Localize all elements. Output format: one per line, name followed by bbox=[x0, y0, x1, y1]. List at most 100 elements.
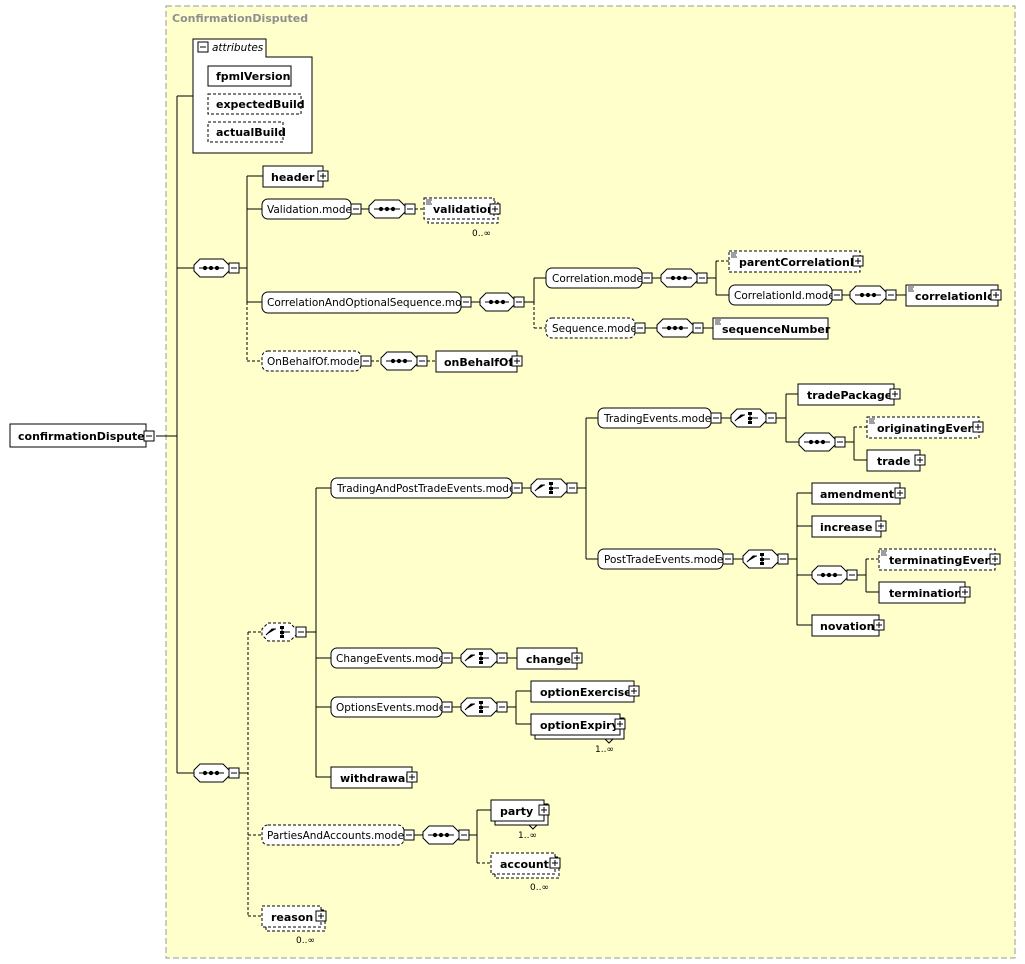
element-option-exercise[interactable]: optionExercise bbox=[530, 680, 640, 703]
parent-correlation-id-label: parentCorrelationId bbox=[739, 256, 862, 269]
attributes-label: attributes bbox=[212, 42, 264, 54]
choice-icon[interactable] bbox=[261, 622, 307, 642]
attributes-panel: attributes fpmlVersion expectedBuild act… bbox=[192, 38, 313, 154]
element-sequence-number[interactable]: sequenceNumber bbox=[712, 317, 831, 340]
trade-label: trade bbox=[877, 455, 910, 468]
attribute-actual-build: actualBuild bbox=[216, 126, 286, 139]
element-party[interactable]: party bbox=[490, 799, 550, 830]
correlation-model-label: Correlation.model bbox=[552, 273, 646, 285]
change-events-model-label: ChangeEvents.model bbox=[336, 653, 448, 665]
trading-events-model-group[interactable]: TradingEvents.model bbox=[597, 407, 722, 429]
sequence-icon[interactable] bbox=[849, 285, 897, 305]
element-trade[interactable]: trade bbox=[866, 449, 926, 472]
options-events-model-group[interactable]: OptionsEvents.model bbox=[330, 696, 453, 718]
choice-icon[interactable] bbox=[530, 478, 578, 498]
option-exercise-label: optionExercise bbox=[540, 686, 632, 699]
sequence-icon[interactable] bbox=[660, 268, 708, 288]
sequence-icon[interactable] bbox=[422, 825, 470, 845]
validation-model-label: Validation.model bbox=[267, 204, 355, 216]
sequence-icon[interactable] bbox=[798, 432, 846, 452]
options-events-model-label: OptionsEvents.model bbox=[336, 702, 448, 714]
parties-accounts-model-group[interactable]: PartiesAndAccounts.model bbox=[261, 824, 415, 846]
sequence-model-label: Sequence.model bbox=[552, 323, 640, 335]
originating-event-label: originatingEvent bbox=[877, 422, 981, 435]
connector-lines bbox=[156, 95, 906, 917]
correlation-model-group[interactable]: Correlation.model bbox=[545, 267, 653, 289]
element-trade-package[interactable]: tradePackage bbox=[797, 383, 901, 406]
element-account[interactable]: account bbox=[490, 852, 561, 879]
reason-occurrence: 0..∞ bbox=[296, 936, 315, 946]
on-behalf-of-label: onBehalfOf bbox=[444, 356, 513, 369]
sequence-icon[interactable] bbox=[193, 258, 240, 278]
terminating-event-label: terminatingEvent bbox=[889, 554, 998, 567]
element-correlation-id[interactable]: correlationId bbox=[905, 284, 1002, 307]
group-box bbox=[165, 5, 1016, 959]
element-novation[interactable]: novation bbox=[811, 614, 885, 637]
on-behalf-of-model-label: OnBehalfOf.model bbox=[267, 356, 363, 368]
element-header[interactable]: header bbox=[262, 165, 329, 188]
validation-occurrence: 0..∞ bbox=[472, 229, 491, 239]
element-parent-correlation-id[interactable]: parentCorrelationId bbox=[728, 250, 864, 273]
element-on-behalf-of[interactable]: onBehalfOf bbox=[435, 350, 523, 373]
termination-label: termination bbox=[889, 587, 962, 600]
sequence-icon[interactable] bbox=[479, 292, 525, 312]
validation-label: validation bbox=[433, 203, 495, 216]
group-title: ConfirmationDisputed bbox=[172, 12, 308, 25]
element-originating-event[interactable]: originatingEvent bbox=[866, 416, 984, 439]
header-label: header bbox=[271, 171, 315, 184]
element-increase[interactable]: increase bbox=[811, 515, 887, 538]
element-validation[interactable]: validation bbox=[423, 197, 501, 224]
element-withdrawal[interactable]: withdrawal bbox=[330, 766, 418, 789]
choice-icon[interactable] bbox=[460, 697, 508, 717]
sequence-number-label: sequenceNumber bbox=[722, 323, 831, 336]
sequence-icon[interactable] bbox=[811, 565, 858, 585]
choice-icon[interactable] bbox=[730, 408, 777, 428]
element-termination[interactable]: termination bbox=[878, 581, 971, 604]
novation-label: novation bbox=[820, 620, 874, 633]
option-expiry-occurrence: 1..∞ bbox=[595, 745, 614, 755]
elements: header validation 0..∞ parentCorrelation… bbox=[261, 165, 1002, 946]
increase-label: increase bbox=[820, 521, 872, 534]
change-label: change bbox=[526, 653, 571, 666]
correlation-optional-sequence-group[interactable]: CorrelationAndOptionalSequence.mo... bbox=[261, 291, 472, 314]
party-occurrence: 1..∞ bbox=[518, 831, 537, 841]
sequence-icon[interactable] bbox=[193, 763, 240, 783]
option-expiry-label: optionExpiry bbox=[540, 719, 619, 732]
attribute-expected-build: expectedBuild bbox=[216, 98, 305, 111]
trade-package-label: tradePackage bbox=[807, 389, 892, 402]
correlation-id-model-group[interactable]: CorrelationId.model bbox=[728, 284, 843, 306]
correlation-id-model-label: CorrelationId.model bbox=[734, 290, 838, 302]
compositors bbox=[193, 199, 897, 845]
model-groups: Validation.model CorrelationAndOptionalS… bbox=[261, 198, 843, 846]
element-option-expiry[interactable]: optionExpiry bbox=[530, 713, 626, 744]
element-reason[interactable]: reason bbox=[261, 905, 327, 932]
choice-icon[interactable] bbox=[460, 648, 508, 668]
change-events-model-group[interactable]: ChangeEvents.model bbox=[330, 647, 453, 669]
sequence-icon[interactable] bbox=[368, 199, 416, 219]
post-trade-events-model-group[interactable]: PostTradeEvents.model bbox=[597, 548, 734, 570]
account-occurrence: 0..∞ bbox=[530, 883, 549, 893]
sequence-icon[interactable] bbox=[380, 351, 428, 371]
correlation-optional-sequence-label: CorrelationAndOptionalSequence.mo... bbox=[267, 297, 471, 309]
withdrawal-label: withdrawal bbox=[340, 772, 409, 785]
element-terminating-event[interactable]: terminatingEvent bbox=[878, 548, 1001, 571]
element-change[interactable]: change bbox=[516, 647, 583, 670]
trading-events-model-label: TradingEvents.model bbox=[603, 413, 714, 425]
amendment-label: amendment bbox=[820, 488, 894, 501]
root-label: confirmationDisputed bbox=[18, 430, 153, 443]
account-label: account bbox=[500, 858, 549, 871]
sequence-model-group[interactable]: Sequence.model bbox=[545, 317, 646, 339]
trading-post-trade-model-group[interactable]: TradingAndPostTradeEvents.model bbox=[330, 477, 523, 499]
trading-post-trade-model-label: TradingAndPostTradeEvents.model bbox=[336, 483, 518, 495]
correlation-id-label: correlationId bbox=[915, 290, 995, 303]
attribute-fpml-version: fpmlVersion bbox=[216, 70, 290, 83]
element-amendment[interactable]: amendment bbox=[811, 482, 906, 505]
sequence-icon[interactable] bbox=[656, 318, 704, 338]
choice-icon[interactable] bbox=[742, 549, 789, 569]
root-element[interactable]: confirmationDisputed bbox=[9, 423, 155, 448]
party-label: party bbox=[500, 805, 533, 818]
validation-model-group[interactable]: Validation.model bbox=[261, 198, 362, 220]
post-trade-events-model-label: PostTradeEvents.model bbox=[604, 554, 726, 566]
on-behalf-of-model-group[interactable]: OnBehalfOf.model bbox=[261, 350, 372, 372]
